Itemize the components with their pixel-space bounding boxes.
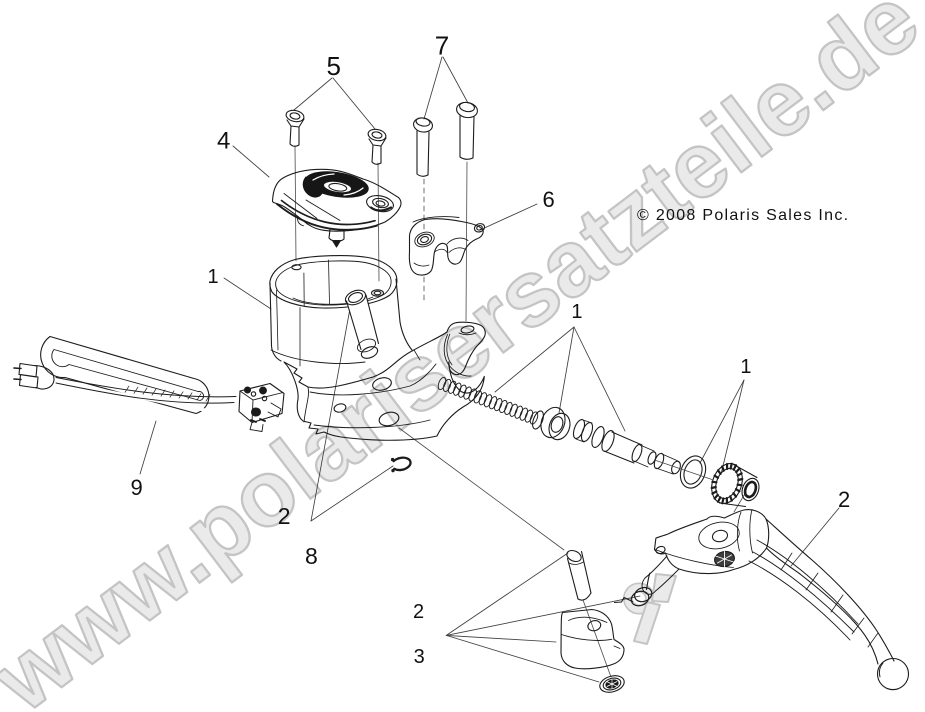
svg-text:2: 2 xyxy=(838,487,850,512)
svg-text:1: 1 xyxy=(740,356,751,378)
svg-text:2: 2 xyxy=(278,503,291,529)
svg-text:1: 1 xyxy=(571,301,582,323)
svg-text:6: 6 xyxy=(543,187,555,212)
svg-text:1: 1 xyxy=(208,266,219,288)
svg-text:5: 5 xyxy=(327,51,341,81)
svg-text:2: 2 xyxy=(413,601,424,623)
svg-text:9: 9 xyxy=(131,475,143,500)
svg-text:7: 7 xyxy=(435,31,449,61)
svg-text:8: 8 xyxy=(305,543,318,569)
svg-text:© 2008 Polaris Sales Inc.: © 2008 Polaris Sales Inc. xyxy=(637,207,849,224)
svg-text:4: 4 xyxy=(217,128,230,155)
svg-text:3: 3 xyxy=(414,646,425,668)
